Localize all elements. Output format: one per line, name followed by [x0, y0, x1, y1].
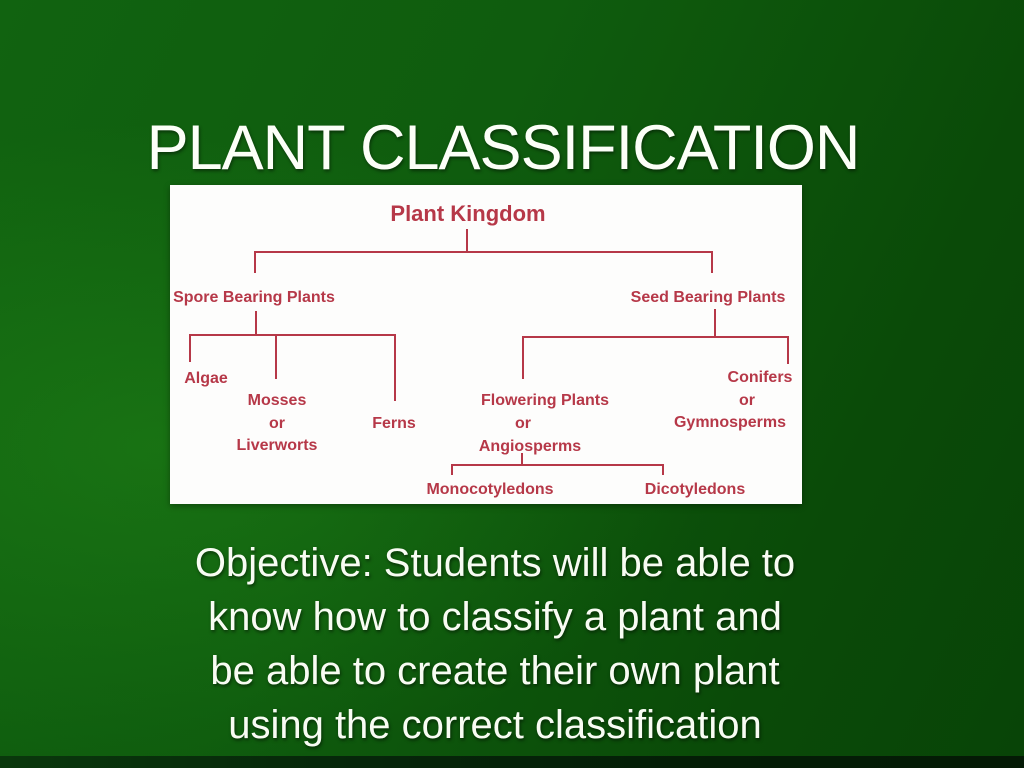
node-ferns: Ferns: [372, 415, 416, 432]
objective-line: be able to create their own plant: [210, 649, 780, 693]
node-algae: Algae: [184, 370, 228, 387]
node-seed-bearing-plants: Seed Bearing Plants: [631, 289, 786, 306]
objective-line: know how to classify a plant and: [208, 595, 782, 639]
connector-lines: [189, 229, 789, 475]
node-conifers: Conifers: [728, 369, 793, 386]
node-mosses: Mosses: [248, 392, 307, 409]
node-gymnosperms: Gymnosperms: [674, 414, 786, 431]
node-mosses-or: or: [269, 415, 285, 432]
node-conifers-or: or: [739, 392, 755, 409]
node-angiosperms: Angiosperms: [479, 438, 581, 455]
objective-text-block: Objective: Students will be able to know…: [0, 536, 1024, 752]
node-dicotyledons: Dicotyledons: [645, 481, 746, 498]
connector-level1-bracket: [254, 251, 713, 273]
connector-cotyledon-bracket: [451, 464, 664, 475]
node-monocotyledons: Monocotyledons: [426, 481, 553, 498]
connector-seed-children-bracket: [522, 336, 789, 379]
node-flowering-or: or: [515, 415, 531, 432]
node-spore-bearing-plants: Spore Bearing Plants: [173, 289, 335, 306]
node-flowering-plants: Flowering Plants: [481, 392, 609, 409]
objective-line: using the correct classification: [228, 703, 762, 747]
slide-title: PLANT CLASSIFICATION: [146, 113, 861, 183]
node-plant-kingdom: Plant Kingdom: [390, 201, 545, 226]
plant-kingdom-diagram: Plant Kingdom Spore Bearing Plants Seed …: [170, 185, 802, 504]
bottom-edge-bar: [0, 756, 1024, 768]
objective-line: Objective: Students will be able to: [194, 541, 796, 585]
connector-spore-children-bracket: [189, 334, 396, 401]
classification-tree-svg: Plant Kingdom Spore Bearing Plants Seed …: [173, 201, 793, 498]
node-liverworts: Liverworts: [237, 437, 318, 454]
